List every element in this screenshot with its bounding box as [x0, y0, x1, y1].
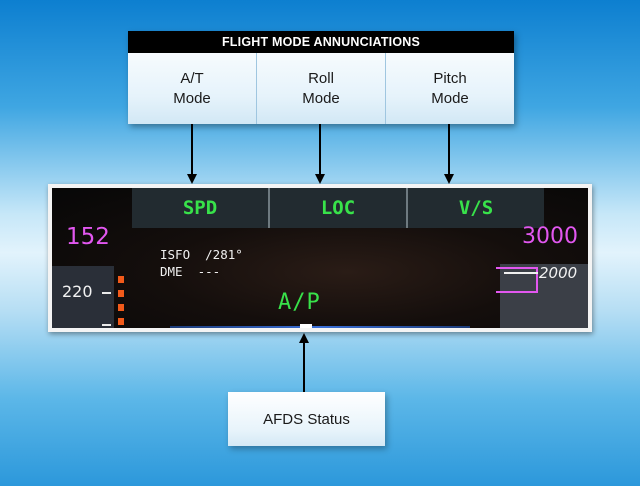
- at-mode-line1: A/T: [180, 69, 204, 87]
- current-altitude: 2000: [539, 264, 578, 282]
- pitch-mode-line2: Mode: [431, 89, 469, 107]
- speed-bug: [118, 304, 124, 311]
- current-speed: 220: [62, 282, 93, 301]
- pfd-display: SPD LOC V/S 152 3000 220 ISFO /281° DME …: [48, 184, 592, 332]
- fma-legend-title: FLIGHT MODE ANNUNCIATIONS: [128, 31, 514, 53]
- nav-line-2: DME ---: [160, 264, 221, 279]
- afds-annunciation: A/P: [278, 290, 321, 315]
- afds-status-box: AFDS Status: [228, 392, 385, 446]
- speed-tape: [52, 266, 114, 328]
- roll-mode-line2: Mode: [302, 89, 340, 107]
- fma-strip: SPD LOC V/S: [132, 188, 544, 228]
- fma-legend-columns: A/T Mode Roll Mode Pitch Mode: [128, 53, 514, 124]
- horizon-edge: [170, 326, 470, 328]
- selected-speed: 152: [66, 224, 110, 250]
- fma-legend-box: FLIGHT MODE ANNUNCIATIONS A/T Mode Roll …: [128, 31, 514, 124]
- horizon-marker: [300, 324, 312, 328]
- pitch-mode-label: Pitch Mode: [385, 53, 514, 124]
- roll-mode-label: Roll Mode: [256, 53, 385, 124]
- pitch-mode-annunciation: V/S: [406, 188, 544, 228]
- selected-altitude: 3000: [522, 224, 578, 249]
- at-mode-line2: Mode: [173, 89, 211, 107]
- speed-tick: [102, 324, 111, 326]
- altitude-tape: [500, 264, 588, 328]
- at-mode-label: A/T Mode: [128, 53, 256, 124]
- speed-tick: [102, 292, 111, 294]
- roll-mode-annunciation: LOC: [268, 188, 406, 228]
- altitude-bug: [496, 267, 538, 293]
- nav-line-1: ISFO /281°: [160, 247, 243, 262]
- nav-info: ISFO /281° DME ---: [160, 246, 243, 280]
- speed-bug: [118, 276, 124, 283]
- roll-mode-line1: Roll: [308, 69, 334, 87]
- speed-bug: [118, 290, 124, 297]
- speed-bug: [118, 318, 124, 325]
- pitch-mode-line1: Pitch: [433, 69, 467, 87]
- afds-status-label: AFDS Status: [263, 410, 350, 428]
- at-mode-annunciation: SPD: [182, 197, 218, 219]
- altitude-pointer: [504, 272, 538, 274]
